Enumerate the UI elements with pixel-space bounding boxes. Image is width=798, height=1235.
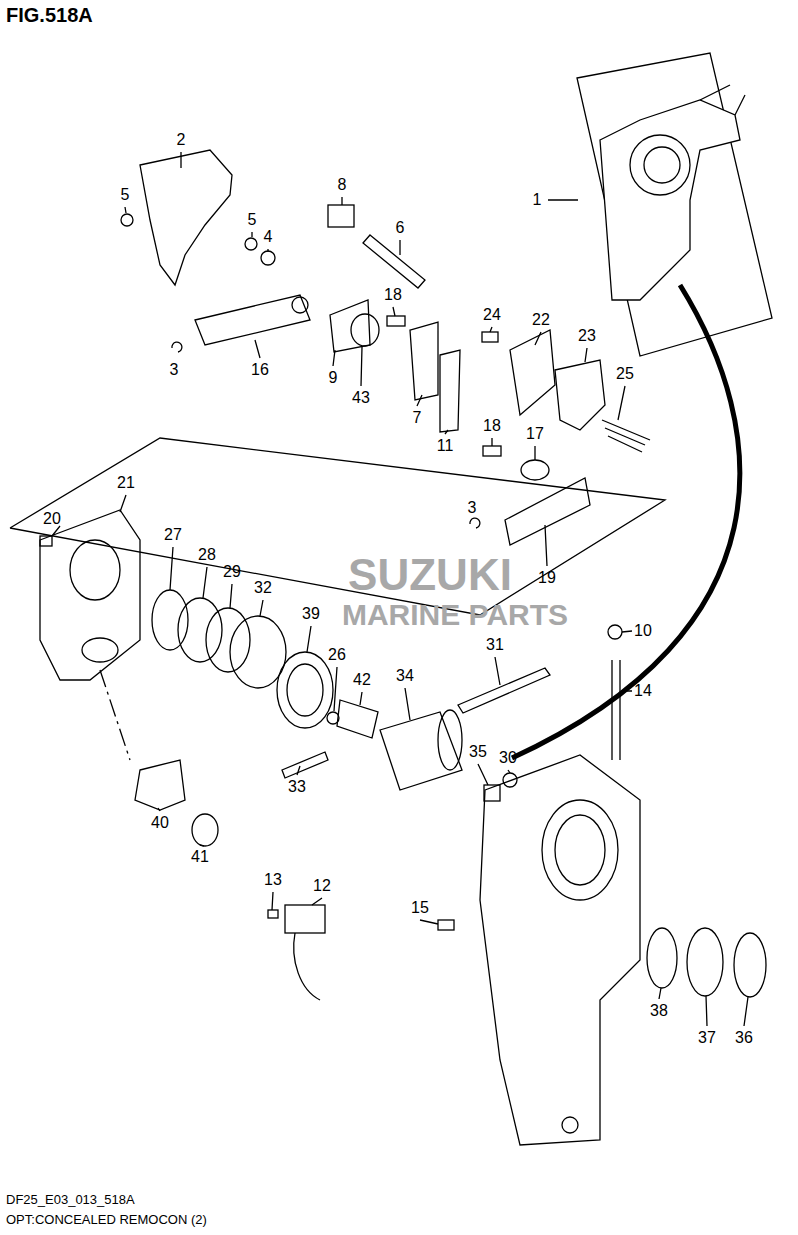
callout-number: 12 <box>313 878 331 894</box>
callout-number: 18 <box>483 418 501 434</box>
callout-number: 17 <box>526 426 544 442</box>
callout-number: 39 <box>302 606 320 622</box>
callout-number: 31 <box>486 637 504 653</box>
callout-number: 11 <box>437 438 454 454</box>
callout-number: 15 <box>411 900 429 916</box>
callout-number: 35 <box>469 744 487 760</box>
callout-number: 41 <box>191 849 209 865</box>
callout-number: 2 <box>177 132 186 148</box>
callout-number: 6 <box>396 220 405 236</box>
callout-number: 28 <box>198 547 216 563</box>
callout-number: 26 <box>328 647 346 663</box>
callout-number: 3 <box>170 362 179 378</box>
callout-number: 20 <box>43 511 61 527</box>
callout-number: 21 <box>117 475 135 491</box>
callout-number: 4 <box>264 229 273 245</box>
callout-number: 27 <box>164 527 182 543</box>
callout-number: 22 <box>532 312 550 328</box>
callout-number: 10 <box>634 623 652 639</box>
watermark: MARINE PARTS <box>342 598 568 632</box>
callout-number: 29 <box>223 564 241 580</box>
callout-number: 18 <box>384 287 402 303</box>
callout-number: 7 <box>413 410 422 426</box>
callout-number: 36 <box>735 1030 753 1046</box>
callout-number: 32 <box>254 580 272 596</box>
callout-number: 34 <box>396 668 414 684</box>
callout-number: 14 <box>634 683 652 699</box>
callout-number: 5 <box>248 212 257 228</box>
callout-number: 8 <box>338 177 347 193</box>
callout-number: 19 <box>538 570 556 586</box>
figure-title: FIG.518A <box>6 4 93 27</box>
callout-number: 13 <box>264 872 282 888</box>
callout-number: 42 <box>353 672 371 688</box>
callout-number: 38 <box>650 1003 668 1019</box>
callout-number: 1 <box>533 192 542 208</box>
callout-number: 3 <box>468 500 477 516</box>
callout-number: 43 <box>352 390 370 406</box>
watermark: SUZUKI <box>348 550 512 600</box>
figure-code: DF25_E03_013_518A <box>6 1192 135 1207</box>
callout-number: 25 <box>616 366 634 382</box>
figure-caption: OPT:CONCEALED REMOCON (2) <box>6 1212 207 1227</box>
callout-number: 37 <box>698 1030 716 1046</box>
callout-number: 16 <box>251 362 269 378</box>
callout-number: 24 <box>483 307 501 323</box>
callout-number: 30 <box>499 750 517 766</box>
callout-number: 9 <box>329 370 338 386</box>
callout-number: 40 <box>151 815 169 831</box>
callout-number: 23 <box>578 328 596 344</box>
callout-number: 33 <box>288 779 306 795</box>
callout-number: 5 <box>121 187 130 203</box>
